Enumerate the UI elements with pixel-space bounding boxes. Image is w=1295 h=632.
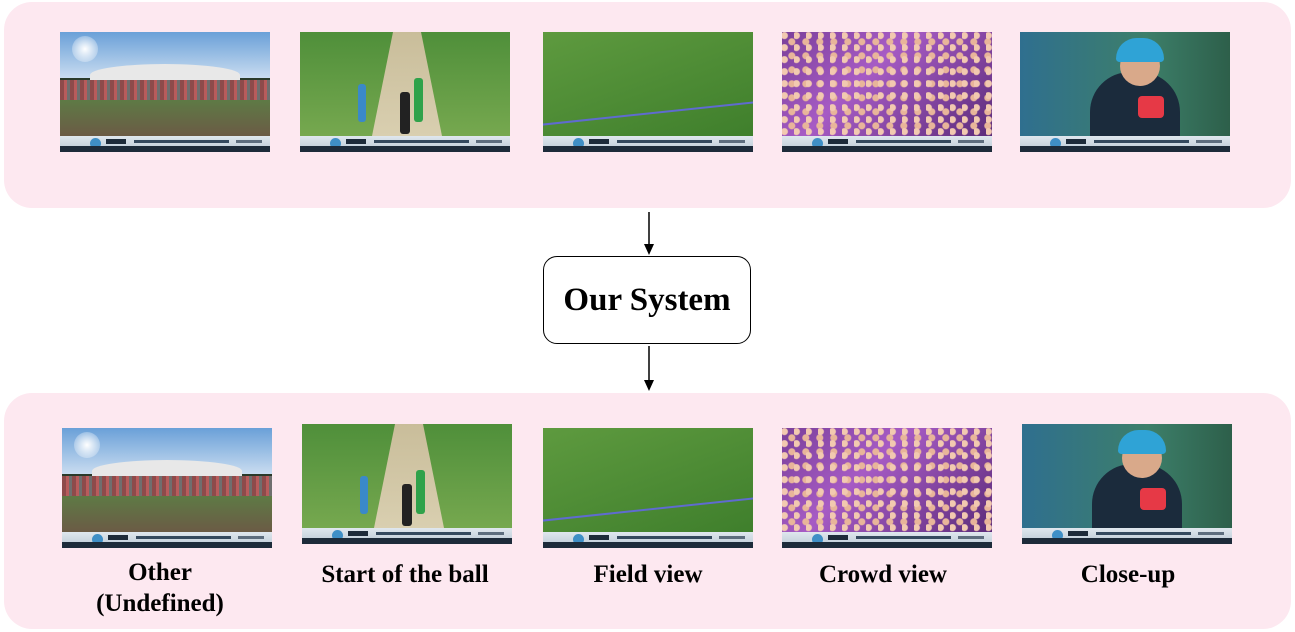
system-label: Our System bbox=[563, 281, 731, 318]
input-frame-close-up bbox=[1020, 32, 1230, 152]
output-frame-field bbox=[543, 428, 753, 548]
label-close-up: Close-up bbox=[1080, 561, 1176, 588]
input-frame-stadium bbox=[60, 32, 270, 152]
system-box: Our System bbox=[543, 256, 751, 344]
label-field-view: Field view bbox=[593, 561, 703, 588]
output-frame-bowler bbox=[302, 424, 512, 544]
output-frame-crowd bbox=[782, 428, 992, 548]
arrow-down-icon bbox=[644, 346, 654, 391]
label-start-of-ball: Start of the ball bbox=[321, 561, 489, 588]
input-frame-field bbox=[543, 32, 753, 152]
input-frame-bowler bbox=[300, 32, 510, 152]
arrow-down-icon bbox=[644, 212, 654, 255]
label-crowd-view: Crowd view bbox=[818, 561, 947, 588]
label-other: Other (Undefined) bbox=[96, 559, 224, 617]
output-frame-stadium bbox=[62, 428, 272, 548]
input-frame-crowd bbox=[782, 32, 992, 152]
output-frame-close-up bbox=[1022, 424, 1232, 544]
